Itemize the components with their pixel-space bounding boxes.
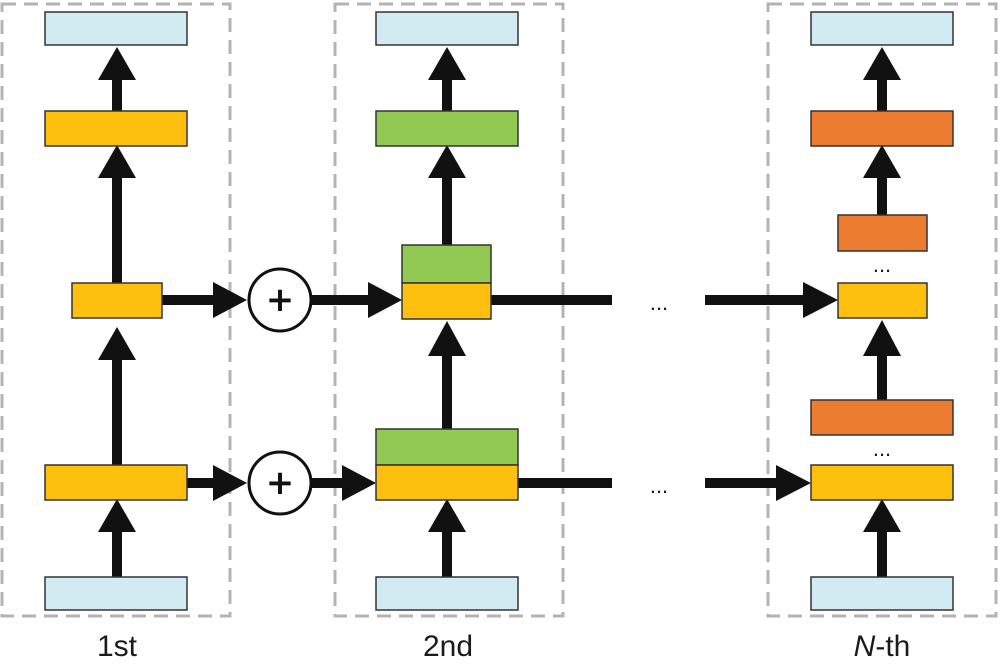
plus-sign: + xyxy=(266,463,295,503)
panel-2nd-frame xyxy=(333,2,565,618)
hidden-layer-2 xyxy=(71,282,163,319)
column-2nd xyxy=(375,11,519,611)
hidden-layer-2-yellow xyxy=(837,282,928,319)
hidden-layer-3 xyxy=(44,110,188,147)
lateral-arrows xyxy=(162,282,838,501)
hidden-layer-2-green xyxy=(401,244,492,284)
ellipsis-nth-lower: ... xyxy=(873,436,891,461)
column-1st xyxy=(44,11,188,611)
hidden-layer-1-yellow xyxy=(375,464,519,501)
panel-1st-frame xyxy=(0,2,232,618)
ellipsis-bottom-row: ... xyxy=(650,473,668,498)
input-box xyxy=(375,576,519,611)
hidden-layer-3 xyxy=(375,110,519,147)
output-box xyxy=(810,11,954,46)
hidden-layer-1 xyxy=(44,464,188,501)
column-nth xyxy=(810,11,954,611)
panel-nth-frame xyxy=(766,2,998,618)
panel-label-1st: 1st xyxy=(97,630,138,663)
panel-label-2nd: 2nd xyxy=(423,630,473,663)
output-box xyxy=(375,11,519,46)
sum-operator-top: + xyxy=(247,267,313,333)
hidden-layer-2-yellow xyxy=(401,282,492,320)
input-box xyxy=(810,576,954,611)
vertical-arrows xyxy=(98,47,901,577)
hidden-layer-3 xyxy=(810,110,954,147)
output-box xyxy=(44,11,188,46)
ellipsis-nth-upper: ... xyxy=(873,252,891,277)
input-box xyxy=(44,576,188,611)
panel-label-nth: N-th xyxy=(854,630,911,663)
ellipsis-top-row: ... xyxy=(650,290,668,315)
hidden-layer-1-orange xyxy=(810,399,954,436)
sum-operator-bottom: + xyxy=(247,450,313,516)
panel-label-nth-rest: -th xyxy=(875,630,910,663)
hidden-layer-2-orange xyxy=(837,214,928,252)
panel-label-nth-italic: N xyxy=(854,630,876,663)
hidden-layer-1-green xyxy=(375,428,519,466)
hidden-layer-1-yellow xyxy=(810,464,954,501)
plus-sign: + xyxy=(266,280,295,320)
